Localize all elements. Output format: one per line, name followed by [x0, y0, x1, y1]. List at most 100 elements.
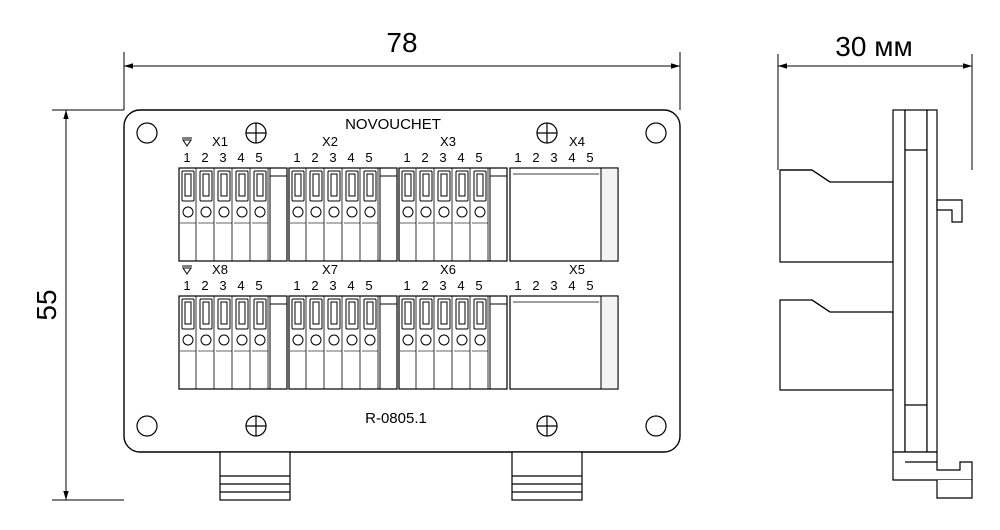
terminal-block-body: [178, 167, 288, 262]
pin-number: 2: [311, 278, 318, 293]
screw-icon: [245, 122, 267, 144]
terminal-block-body: [398, 295, 508, 390]
pin-number: 4: [457, 278, 464, 293]
pin-number: 5: [255, 150, 262, 165]
terminal-lever-inner: [238, 301, 246, 325]
pin-number: 4: [347, 278, 354, 293]
connector-label: X2: [322, 134, 338, 149]
wire-entry-hole-icon: [236, 334, 248, 346]
connector-label: X1: [212, 134, 228, 149]
pin-number: 1: [293, 278, 300, 293]
mounting-hole-icon: [645, 415, 667, 437]
pin-number: 3: [439, 278, 446, 293]
side-panel-outer: [892, 109, 906, 453]
wire-entry-hole-icon: [218, 334, 230, 346]
terminal-lever-inner: [458, 301, 466, 325]
terminal-lever-inner: [348, 301, 356, 325]
wire-entry-hole-icon: [310, 334, 322, 346]
wire-entry-hole-icon: [292, 206, 304, 218]
terminal-lever-inner: [256, 173, 264, 197]
wire-entry-hole-icon: [364, 206, 376, 218]
dimension-width: [123, 52, 681, 110]
pin-number: 4: [237, 150, 244, 165]
terminal-lever-inner: [184, 301, 192, 325]
pin-number: 2: [201, 278, 208, 293]
screw-icon: [536, 122, 558, 144]
terminal-lever-inner: [458, 173, 466, 197]
terminal-lever-inner: [330, 301, 338, 325]
connector-label: X6: [440, 262, 456, 277]
pin-number: 1: [183, 150, 190, 165]
pin-number: 2: [532, 278, 539, 293]
pin-number: 5: [586, 278, 593, 293]
terminal-lever-inner: [476, 173, 484, 197]
din-clip-right: [511, 451, 583, 501]
pin-number: 4: [457, 150, 464, 165]
wire-entry-hole-icon: [200, 206, 212, 218]
wire-entry-hole-icon: [402, 206, 414, 218]
dimension-height-label: 55: [31, 289, 62, 320]
terminal-lever-inner: [184, 173, 192, 197]
wire-entry-hole-icon: [420, 206, 432, 218]
socket-latch: [600, 295, 619, 390]
terminal-lever-inner: [202, 173, 210, 197]
screw-icon: [245, 415, 267, 437]
din-clip-left: [219, 451, 291, 501]
wire-entry-hole-icon: [328, 334, 340, 346]
pin1-marker-icon: [182, 139, 192, 147]
pin-number: 3: [329, 278, 336, 293]
dimension-height: [52, 109, 124, 501]
wire-entry-hole-icon: [182, 206, 194, 218]
terminal-lever-inner: [348, 173, 356, 197]
pin-number: 5: [365, 150, 372, 165]
terminal-lever-inner: [202, 301, 210, 325]
terminal-block-body: [398, 167, 508, 262]
pin-number: 2: [532, 150, 539, 165]
socket-latch: [600, 167, 619, 262]
wire-entry-hole-icon: [364, 334, 376, 346]
pin-number: 5: [586, 150, 593, 165]
model-label: R-0805.1: [365, 410, 427, 427]
pin-number: 2: [201, 150, 208, 165]
wire-entry-hole-icon: [310, 206, 322, 218]
pin1-marker-icon: [182, 267, 192, 275]
wire-entry-hole-icon: [254, 334, 266, 346]
mounting-hole-icon: [645, 122, 667, 144]
pin-number: 4: [347, 150, 354, 165]
side-view: [779, 109, 973, 499]
terminal-lever-inner: [366, 301, 374, 325]
side-rail-hook-top: [936, 199, 963, 223]
wire-entry-hole-icon: [254, 206, 266, 218]
wire-entry-hole-icon: [474, 206, 486, 218]
terminal-block-body: [288, 167, 398, 262]
pin-number: 5: [365, 278, 372, 293]
wire-entry-hole-icon: [200, 334, 212, 346]
wire-entry-hole-icon: [420, 334, 432, 346]
terminal-lever-inner: [220, 301, 228, 325]
pin-number: 1: [403, 278, 410, 293]
wire-entry-hole-icon: [456, 334, 468, 346]
connector-label: X5: [569, 262, 585, 277]
pin-number: 3: [219, 150, 226, 165]
mounting-hole-icon: [136, 415, 158, 437]
pin-number: 2: [311, 150, 318, 165]
pin-number: 5: [475, 150, 482, 165]
pin-number: 2: [421, 278, 428, 293]
terminal-lever-inner: [404, 301, 412, 325]
pin-number: 1: [183, 278, 190, 293]
pin-number: 4: [568, 278, 575, 293]
pin-number: 1: [403, 150, 410, 165]
terminal-lever-inner: [256, 301, 264, 325]
terminal-block-body: [178, 295, 288, 390]
dimension-depth: [777, 54, 973, 170]
wire-entry-hole-icon: [182, 334, 194, 346]
pin-number: 5: [255, 278, 262, 293]
pin-number: 1: [293, 150, 300, 165]
